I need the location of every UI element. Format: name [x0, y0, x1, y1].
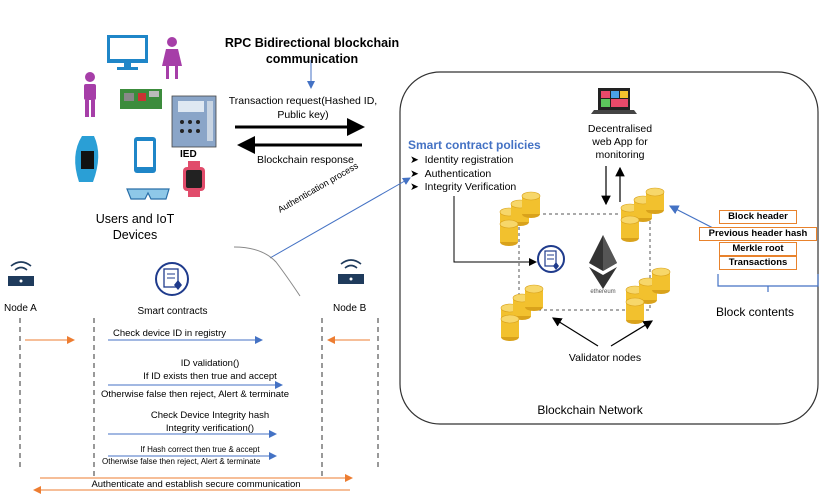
- seq-id-false: Otherwise false then reject, Alert & ter…: [101, 389, 289, 400]
- policies-list: ➤ Identity registration ➤ Authentication…: [410, 154, 516, 195]
- coin-stack-bottom-left: [500, 284, 544, 342]
- auth-process-arrow: [269, 177, 411, 259]
- seq-final: Authenticate and establish secure commun…: [91, 479, 301, 490]
- smart-glasses-icon: [126, 188, 170, 200]
- ied-device-icon: [171, 95, 217, 148]
- coin-stack-bottom-right: [625, 267, 671, 325]
- laptop-icon: [591, 88, 637, 114]
- policies-connector: [453, 196, 537, 266]
- ied-label: IED: [180, 149, 197, 160]
- policy-item: ➤ Authentication: [410, 167, 492, 180]
- blockchain-network-box: [399, 71, 819, 425]
- node-a-wifi-icon: [8, 261, 34, 286]
- dapp-line1: Decentralised: [587, 123, 653, 135]
- blockchain-network-label: Blockchain Network: [537, 403, 643, 417]
- seq-id-true: If ID exists then true and accept: [143, 371, 277, 382]
- seq-id-validation: ID validation(): [180, 358, 240, 369]
- users-line1: Users and IoT: [95, 212, 175, 226]
- validator-arrow-left: [551, 317, 599, 347]
- node-b-wifi-icon: [338, 259, 364, 284]
- coin-stack-top-right: [620, 187, 665, 243]
- coin-stack-top-left: [499, 191, 541, 247]
- validator-arrow-right: [610, 320, 654, 347]
- fitness-band-icon: [75, 136, 99, 182]
- policy-item: ➤ Integrity Verification: [410, 181, 517, 193]
- dapp-line3: monitoring: [595, 149, 645, 161]
- validator-nodes-label: Validator nodes: [568, 352, 642, 364]
- seq-integrity-fn: Integrity verification(): [165, 423, 255, 434]
- block-item-prev-hash: Previous header hash: [699, 227, 817, 241]
- blockchain-response-label: Blockchain response: [257, 154, 354, 166]
- tx-request-line1: Transaction request(Hashed ID,: [228, 95, 378, 107]
- desktop-icon: [107, 35, 148, 70]
- seq-hash-false: Otherwise false then reject, Alert & ter…: [102, 457, 261, 466]
- smartwatch-icon: [183, 161, 205, 197]
- smart-contracts-label: Smart contracts: [137, 306, 208, 317]
- title-line2: communication: [265, 52, 359, 66]
- policies-title: Smart contract policies: [408, 138, 541, 152]
- block-item-transactions: Transactions: [719, 256, 797, 270]
- person-female-icon: [162, 37, 182, 79]
- seq-check-id: Check device ID in registry: [113, 328, 226, 339]
- users-line2: Devices: [112, 228, 158, 242]
- arrow-bullet-icon: ➤: [410, 181, 425, 193]
- block-contents-brace: [717, 274, 819, 292]
- seq-check-integrity: Check Device Integrity hash: [150, 410, 270, 421]
- node-b-label: Node B: [333, 303, 367, 314]
- block-item-header: Block header: [719, 210, 797, 224]
- block-item-merkle: Merkle root: [719, 242, 797, 256]
- arrow-bullet-icon: ➤: [410, 167, 425, 180]
- smart-contract-icon: [155, 262, 189, 296]
- circuit-board-icon: [120, 89, 162, 109]
- title-line1: RPC Bidirectional blockchain: [224, 36, 400, 50]
- seq-hash-true: If Hash correct then true & accept: [140, 445, 260, 454]
- tx-request-line2: Public key): [277, 109, 329, 121]
- smartphone-icon: [134, 137, 156, 173]
- auth-bracket: [233, 246, 301, 297]
- block-contents-arrow: [668, 205, 714, 229]
- arrow-bullet-icon: ➤: [410, 154, 425, 166]
- person-male-icon: [84, 72, 96, 117]
- ethereum-label: ethereum: [590, 289, 616, 295]
- node-a-label: Node A: [4, 303, 37, 314]
- network-contract-icon: [537, 245, 565, 273]
- ethereum-logo-icon: [589, 235, 617, 289]
- policy-item: ➤ Identity registration: [410, 154, 514, 166]
- dapp-line2: web App for: [592, 136, 648, 148]
- block-contents-label: Block contents: [715, 305, 795, 319]
